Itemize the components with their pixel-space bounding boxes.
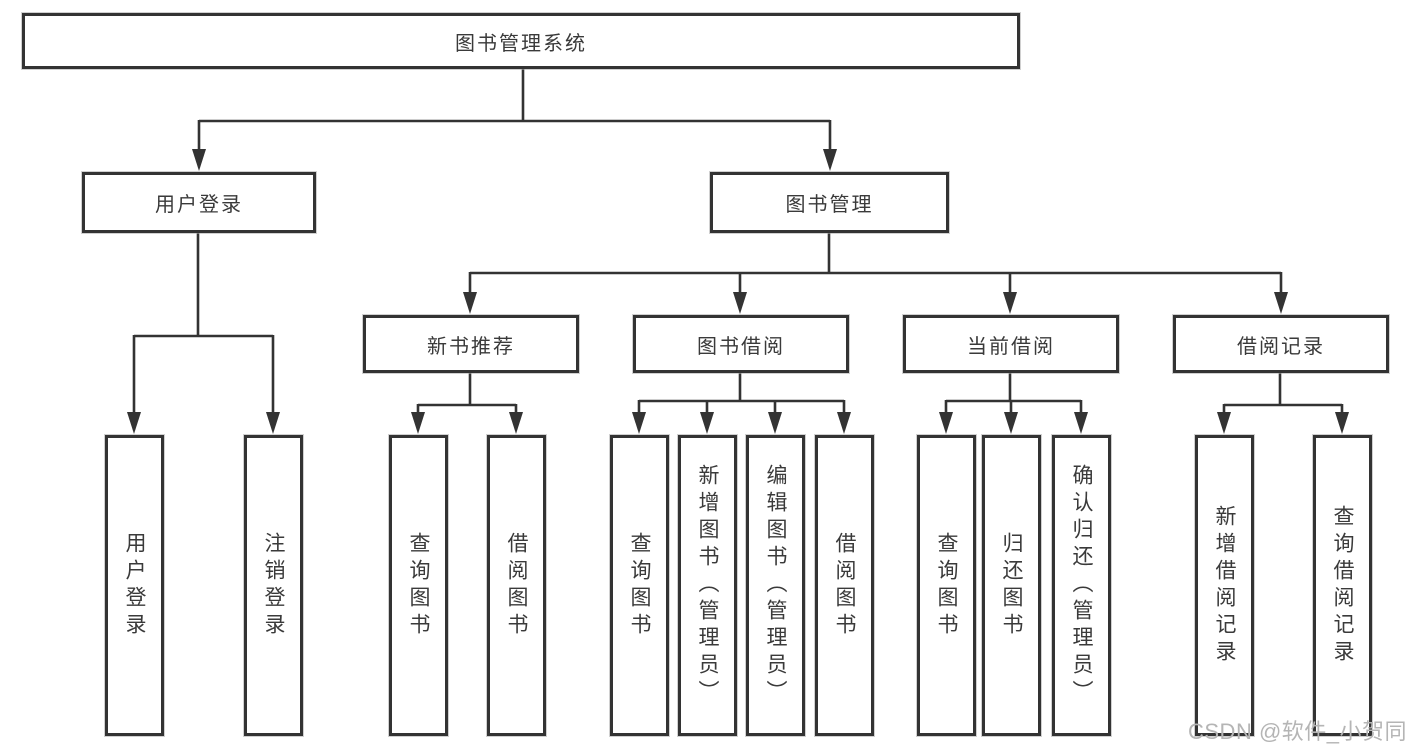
- node-current-borrowing: 当前借阅: [903, 315, 1119, 373]
- leaf-logout-label: 注销登录: [262, 531, 285, 640]
- leaf-confirm-return-admin: 确认归还（管理员）: [1052, 435, 1111, 736]
- watermark: CSDN @软件_小贺同学: [1188, 719, 1405, 744]
- node-borrow-records: 借阅记录: [1173, 315, 1389, 373]
- node-book-borrowing-label: 图书借阅: [697, 335, 785, 358]
- leaf-query-books-borrowing: 查询图书: [610, 435, 669, 736]
- connector-userlogin-to-leaves: [132, 232, 275, 414]
- leaf-query-books-recommend: 查询图书: [389, 435, 448, 736]
- leaf-user-login-label: 用户登录: [123, 531, 146, 640]
- node-new-book-recommend: 新书推荐: [363, 315, 579, 373]
- leaf-edit-books-admin: 编辑图书（管理员）: [746, 435, 805, 736]
- leaf-return-books-label: 归还图书: [1000, 531, 1023, 640]
- connector-root-to-level2: [197, 68, 832, 152]
- node-current-borrowing-label: 当前借阅: [967, 335, 1055, 358]
- leaf-query-borrow-record: 查询借阅记录: [1313, 435, 1372, 736]
- leaf-confirm-return-admin-label: 确认归还（管理员）: [1070, 464, 1093, 707]
- leaf-add-borrow-record: 新增借阅记录: [1195, 435, 1254, 736]
- node-root-label: 图书管理系统: [455, 32, 587, 55]
- node-root: 图书管理系统: [22, 13, 1020, 69]
- leaf-query-books-current-label: 查询图书: [935, 531, 958, 640]
- connector-bookborrow-to-leaves: [637, 372, 846, 414]
- leaf-return-books: 归还图书: [982, 435, 1041, 736]
- connector-borrowrecords-to-leaves: [1222, 372, 1344, 414]
- node-book-borrowing: 图书借阅: [633, 315, 849, 373]
- node-new-book-recommend-label: 新书推荐: [427, 335, 515, 358]
- leaf-add-books-admin-label: 新增图书（管理员）: [696, 464, 719, 707]
- leaf-query-books-current: 查询图书: [917, 435, 976, 736]
- leaf-add-books-admin: 新增图书（管理员）: [678, 435, 737, 736]
- node-book-management: 图书管理: [710, 172, 949, 233]
- node-user-login-label: 用户登录: [155, 194, 243, 216]
- connector-newbooks-to-leaves: [416, 372, 518, 414]
- leaf-query-books-recommend-label: 查询图书: [407, 531, 430, 640]
- connector-currentborrow-to-leaves: [944, 372, 1083, 414]
- node-user-login: 用户登录: [82, 172, 316, 233]
- node-book-management-label: 图书管理: [785, 194, 874, 216]
- leaf-borrow-books-borrowing: 借阅图书: [815, 435, 874, 736]
- node-borrow-records-label: 借阅记录: [1237, 335, 1325, 358]
- leaf-add-borrow-record-label: 新增借阅记录: [1213, 504, 1236, 667]
- leaf-edit-books-admin-label: 编辑图书（管理员）: [764, 464, 787, 707]
- leaf-borrow-books-recommend-label: 借阅图书: [505, 531, 528, 640]
- arrowheads: [127, 149, 1349, 434]
- leaf-query-borrow-record-label: 查询借阅记录: [1331, 504, 1354, 667]
- connector-bookmgmt-to-level3: [468, 232, 1283, 295]
- leaf-query-books-borrowing-label: 查询图书: [628, 531, 651, 640]
- leaf-borrow-books-recommend: 借阅图书: [487, 435, 546, 736]
- leaf-logout: 注销登录: [244, 435, 303, 736]
- leaf-user-login: 用户登录: [105, 435, 164, 736]
- leaf-borrow-books-borrowing-label: 借阅图书: [833, 531, 856, 640]
